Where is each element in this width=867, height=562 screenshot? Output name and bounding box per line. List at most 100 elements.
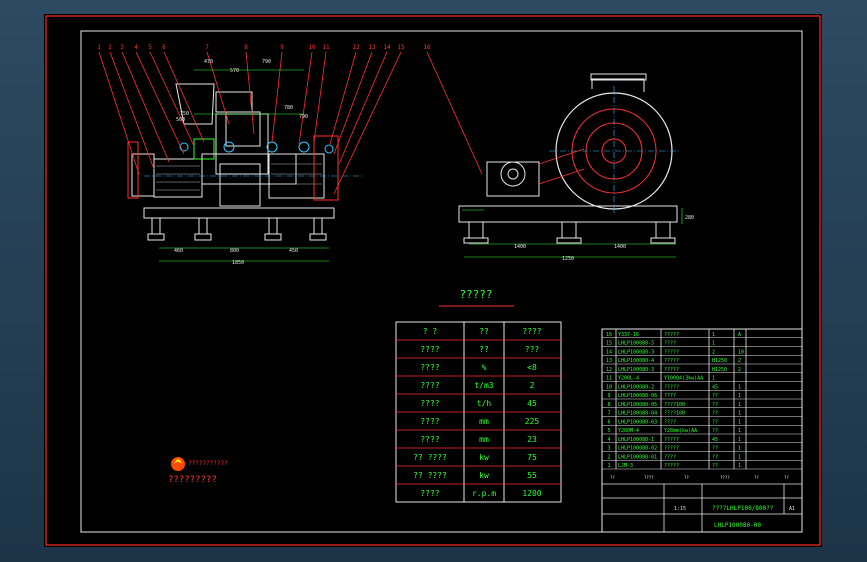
balloon-label: 8 <box>244 44 248 51</box>
center-title: ????? <box>459 288 492 301</box>
outer-border <box>45 15 821 546</box>
part-name: ???? <box>664 393 676 399</box>
part-no: 3 <box>607 446 610 452</box>
balloon-label: 3 <box>120 44 124 51</box>
balloon-label: 1 <box>97 44 101 51</box>
part-name: ????? <box>664 367 679 373</box>
part-spec: ?? <box>712 446 718 452</box>
part-qty: 1 <box>738 428 741 434</box>
balloon-label: 13 <box>368 44 376 51</box>
part-qty: 1 <box>738 437 741 443</box>
svg-text:????: ???? <box>644 475 654 480</box>
part-spec: ?? <box>712 419 718 425</box>
balloon-label: 14 <box>383 44 391 51</box>
part-qty: 1 <box>738 384 741 390</box>
part-code: LHLP100080-02 <box>618 446 657 452</box>
part-spec: ?? <box>712 428 718 434</box>
inner-frame <box>80 30 803 533</box>
front-dimensions: 470 570 790 500 750 780 790 460 800 450 … <box>174 59 308 266</box>
svg-text:1400: 1400 <box>614 244 626 250</box>
part-no: 1 <box>607 463 610 469</box>
part-qty: 1 <box>738 463 741 469</box>
param-name: ???? <box>420 363 439 372</box>
logo-caption: ????????? <box>168 475 217 485</box>
balloon-label: 4 <box>134 44 138 51</box>
svg-text:??: ?? <box>754 475 759 480</box>
part-no: 15 <box>606 341 612 347</box>
part-name: ????? <box>664 463 679 469</box>
part-no: 14 <box>606 349 612 355</box>
part-spec: 45 <box>712 437 718 443</box>
param-value: 2 <box>530 381 535 390</box>
drawing-scale: 1:15 <box>674 506 686 512</box>
param-value: 55 <box>527 471 537 480</box>
svg-text:??: ?? <box>610 475 615 480</box>
svg-text:750: 750 <box>180 111 189 117</box>
part-code: LHLP100080-5 <box>618 341 654 347</box>
drawing-number: LHLP100080-00 <box>714 522 761 529</box>
part-spec: 1 <box>712 341 715 347</box>
side-dimensions: 1400 1400 1250 280 <box>514 215 694 262</box>
part-no: 5 <box>607 428 610 434</box>
part-spec: 1 <box>712 376 715 382</box>
param-value: <8 <box>527 363 537 372</box>
part-qty: 1 <box>738 454 741 460</box>
part-no: 11 <box>606 376 612 382</box>
param-unit: % <box>482 363 487 372</box>
svg-text:570: 570 <box>230 68 239 74</box>
svg-text:1850: 1850 <box>232 260 244 266</box>
part-name: Y28mm(kw)AA <box>664 428 697 434</box>
balloon-label: 15 <box>397 44 405 51</box>
part-code: LJM-3 <box>618 463 633 469</box>
svg-text:780: 780 <box>284 105 293 111</box>
part-code: LHLP100080-3 <box>618 367 654 373</box>
svg-text:790: 790 <box>299 114 308 120</box>
logo-text: ??????????? <box>188 460 228 467</box>
part-qty: 1 <box>738 411 741 417</box>
part-no: 4 <box>607 437 610 443</box>
part-qty: 1 <box>738 393 741 399</box>
balloon-label: 5 <box>148 44 152 51</box>
part-name: ????? <box>664 349 679 355</box>
front-view <box>98 51 483 262</box>
svg-text:460: 460 <box>174 248 183 254</box>
part-code: Y200L-4 <box>618 376 639 382</box>
param-unit: ?? <box>479 345 489 354</box>
part-qty: 2 <box>738 358 741 364</box>
part-code: Y337-16 <box>618 332 639 338</box>
param-value: 1200 <box>522 489 541 498</box>
machine-base <box>143 207 335 219</box>
part-name: ????100 <box>664 411 685 417</box>
part-code: LHLP100080-06 <box>618 393 657 399</box>
param-name: ? ? <box>423 327 438 336</box>
param-value: 45 <box>527 399 537 408</box>
pulley-right <box>313 135 339 201</box>
balloon-label: 12 <box>352 44 360 51</box>
part-name: ????? <box>664 358 679 364</box>
svg-text:800: 800 <box>230 248 239 254</box>
part-name: ????? <box>664 332 679 338</box>
part-no: 12 <box>606 367 612 373</box>
param-name: ???? <box>420 489 439 498</box>
part-qty: 1 <box>738 419 741 425</box>
part-no: 7 <box>607 411 610 417</box>
part-no: 9 <box>607 393 610 399</box>
part-spec: H1250 <box>712 367 727 373</box>
svg-text:790: 790 <box>262 59 271 65</box>
param-name: ???? <box>420 345 439 354</box>
param-unit: t/h <box>477 399 492 408</box>
part-no: 16 <box>606 332 612 338</box>
part-spec: ?? <box>712 411 718 417</box>
part-code: LHLP100080-01 <box>618 454 657 460</box>
param-value: 75 <box>527 453 537 462</box>
param-value: ??? <box>525 345 540 354</box>
part-code: LHLP100080-2 <box>618 384 654 390</box>
param-name: ???? <box>420 399 439 408</box>
balloon-label: 11 <box>322 44 330 51</box>
param-unit: t/m3 <box>474 381 493 390</box>
svg-text:??: ?? <box>784 475 789 480</box>
